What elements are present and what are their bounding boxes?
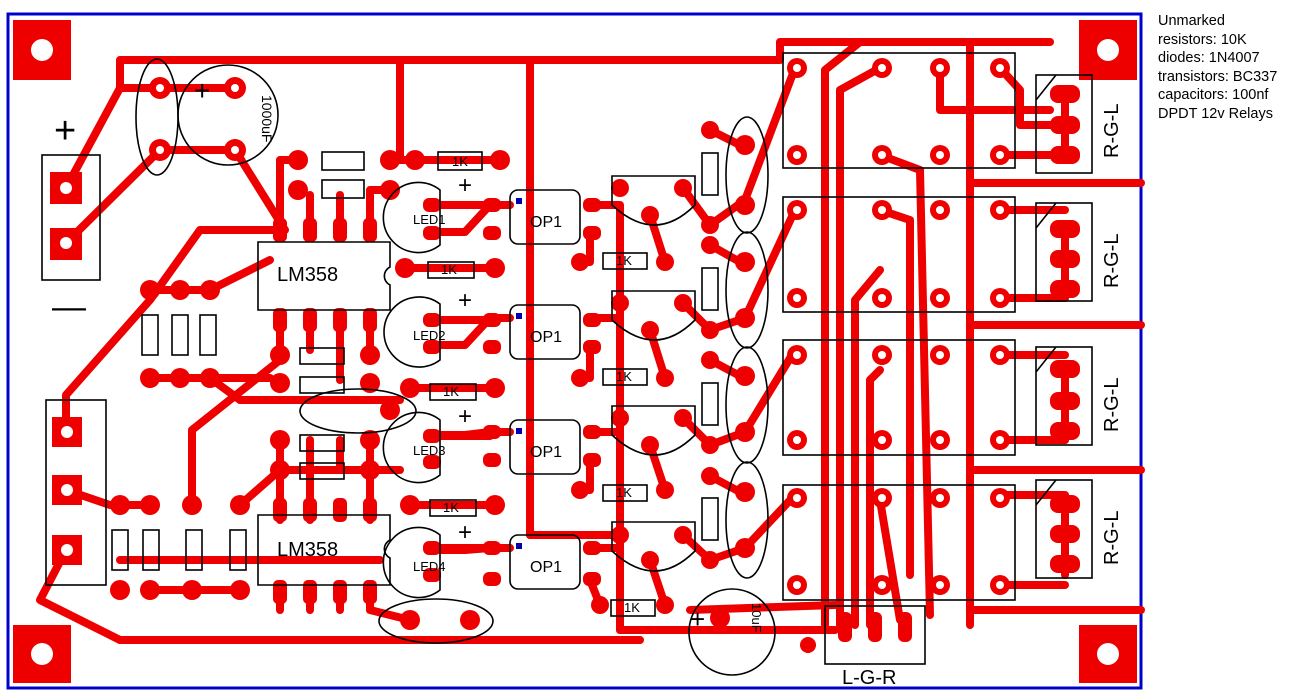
led1-plus: + <box>458 172 472 199</box>
ic2-outline <box>257 514 391 586</box>
output-connector-1 <box>1035 74 1093 174</box>
opto-pin-markers <box>516 198 522 549</box>
cap-plus-label: + <box>194 75 210 106</box>
r1k-label: 1K <box>443 500 459 515</box>
mounting-holes <box>13 20 1137 683</box>
bottom-connector-outline <box>824 605 926 665</box>
power-input-connector <box>41 154 101 281</box>
note-line: capacitors: 100nf <box>1158 87 1269 103</box>
transistor-outline <box>611 175 696 226</box>
led3-outline <box>382 411 441 484</box>
big-capacitor-outline <box>177 64 279 166</box>
output-connector-2 <box>1035 202 1093 302</box>
opto2-outline <box>509 304 581 360</box>
note-line: transistors: BC337 <box>1158 68 1278 85</box>
r1k-label: 1K <box>616 485 632 500</box>
led1-label: LED1 <box>413 212 446 227</box>
relay3-outline <box>782 339 1016 456</box>
relay1-output-label: R-G-L <box>1101 104 1123 158</box>
power-plus-label: + <box>54 110 76 152</box>
note-line: Unmarked <box>1158 13 1225 29</box>
relay4-outline <box>782 484 1016 601</box>
board-outline <box>6 12 1143 690</box>
relay1-outline <box>782 52 1016 169</box>
ic1-label: LM358 <box>277 264 338 286</box>
diode-outline <box>725 346 769 464</box>
small-cap-value: 10uF <box>749 603 764 633</box>
led2-plus: + <box>458 287 472 314</box>
r1k-label: 1K <box>443 384 459 399</box>
opto3-outline <box>509 419 581 475</box>
opto3-label: OP1 <box>530 444 562 461</box>
note-line: resistors: 10K <box>1158 31 1247 48</box>
opto4-outline <box>509 534 581 590</box>
relay4-output-label: R-G-L <box>1101 511 1123 565</box>
led2-outline <box>383 296 441 368</box>
led2-label: LED2 <box>413 328 446 343</box>
diode-outline <box>299 388 417 434</box>
small-cap-plus: + <box>690 604 705 634</box>
r1k-label: 1K <box>616 369 632 384</box>
component-outlines <box>41 52 1093 676</box>
led1-outline <box>382 181 441 254</box>
pad-holes <box>60 64 1004 589</box>
diode-outline <box>378 598 494 644</box>
led4-plus: + <box>458 519 472 546</box>
note-line: DPDT 12v Relays <box>1158 105 1273 122</box>
transistor-outline <box>611 290 696 341</box>
component-notes: Unmarked resistors: 10K diodes: 1N4007 t… <box>1158 12 1277 123</box>
transistor-outline <box>611 521 696 572</box>
left-io-connector <box>45 399 107 586</box>
note-line: diodes: 1N4007 <box>1158 50 1260 66</box>
r1k-label: 1K <box>441 262 457 277</box>
ic1-outline <box>257 241 391 311</box>
relay2-outline <box>782 196 1016 313</box>
r1k-label: 1K <box>624 600 640 615</box>
opto2-label: OP1 <box>530 329 562 346</box>
power-minus-label: — <box>52 288 86 326</box>
diode-outline <box>725 231 769 349</box>
output-connector-4 <box>1035 479 1093 579</box>
diode-outline <box>725 116 769 234</box>
r1k-label: 1K <box>616 253 632 268</box>
relay3-output-label: R-G-L <box>1101 378 1123 432</box>
output-connector-3 <box>1035 346 1093 446</box>
small-capacitor-outline <box>688 588 776 676</box>
opto1-outline <box>509 189 581 245</box>
opto1-label: OP1 <box>530 214 562 231</box>
transistor-outline <box>611 405 696 456</box>
r1k-label: 1K <box>452 154 468 169</box>
relay2-output-label: R-G-L <box>1101 234 1123 288</box>
led4-outline <box>382 526 441 599</box>
silkscreen-labels: + — + 1000uF LM358 LM358 LED1 LED2 LED3 … <box>52 75 1123 689</box>
led4-label: LED4 <box>413 559 446 574</box>
ic2-label: LM358 <box>277 539 338 561</box>
led3-label: LED3 <box>413 443 446 458</box>
cap-value-label: 1000uF <box>259 95 275 142</box>
diode-outline <box>725 461 769 579</box>
bottom-connector-label: L-G-R <box>842 667 896 689</box>
opto4-label: OP1 <box>530 559 562 576</box>
led3-plus: + <box>458 403 472 430</box>
